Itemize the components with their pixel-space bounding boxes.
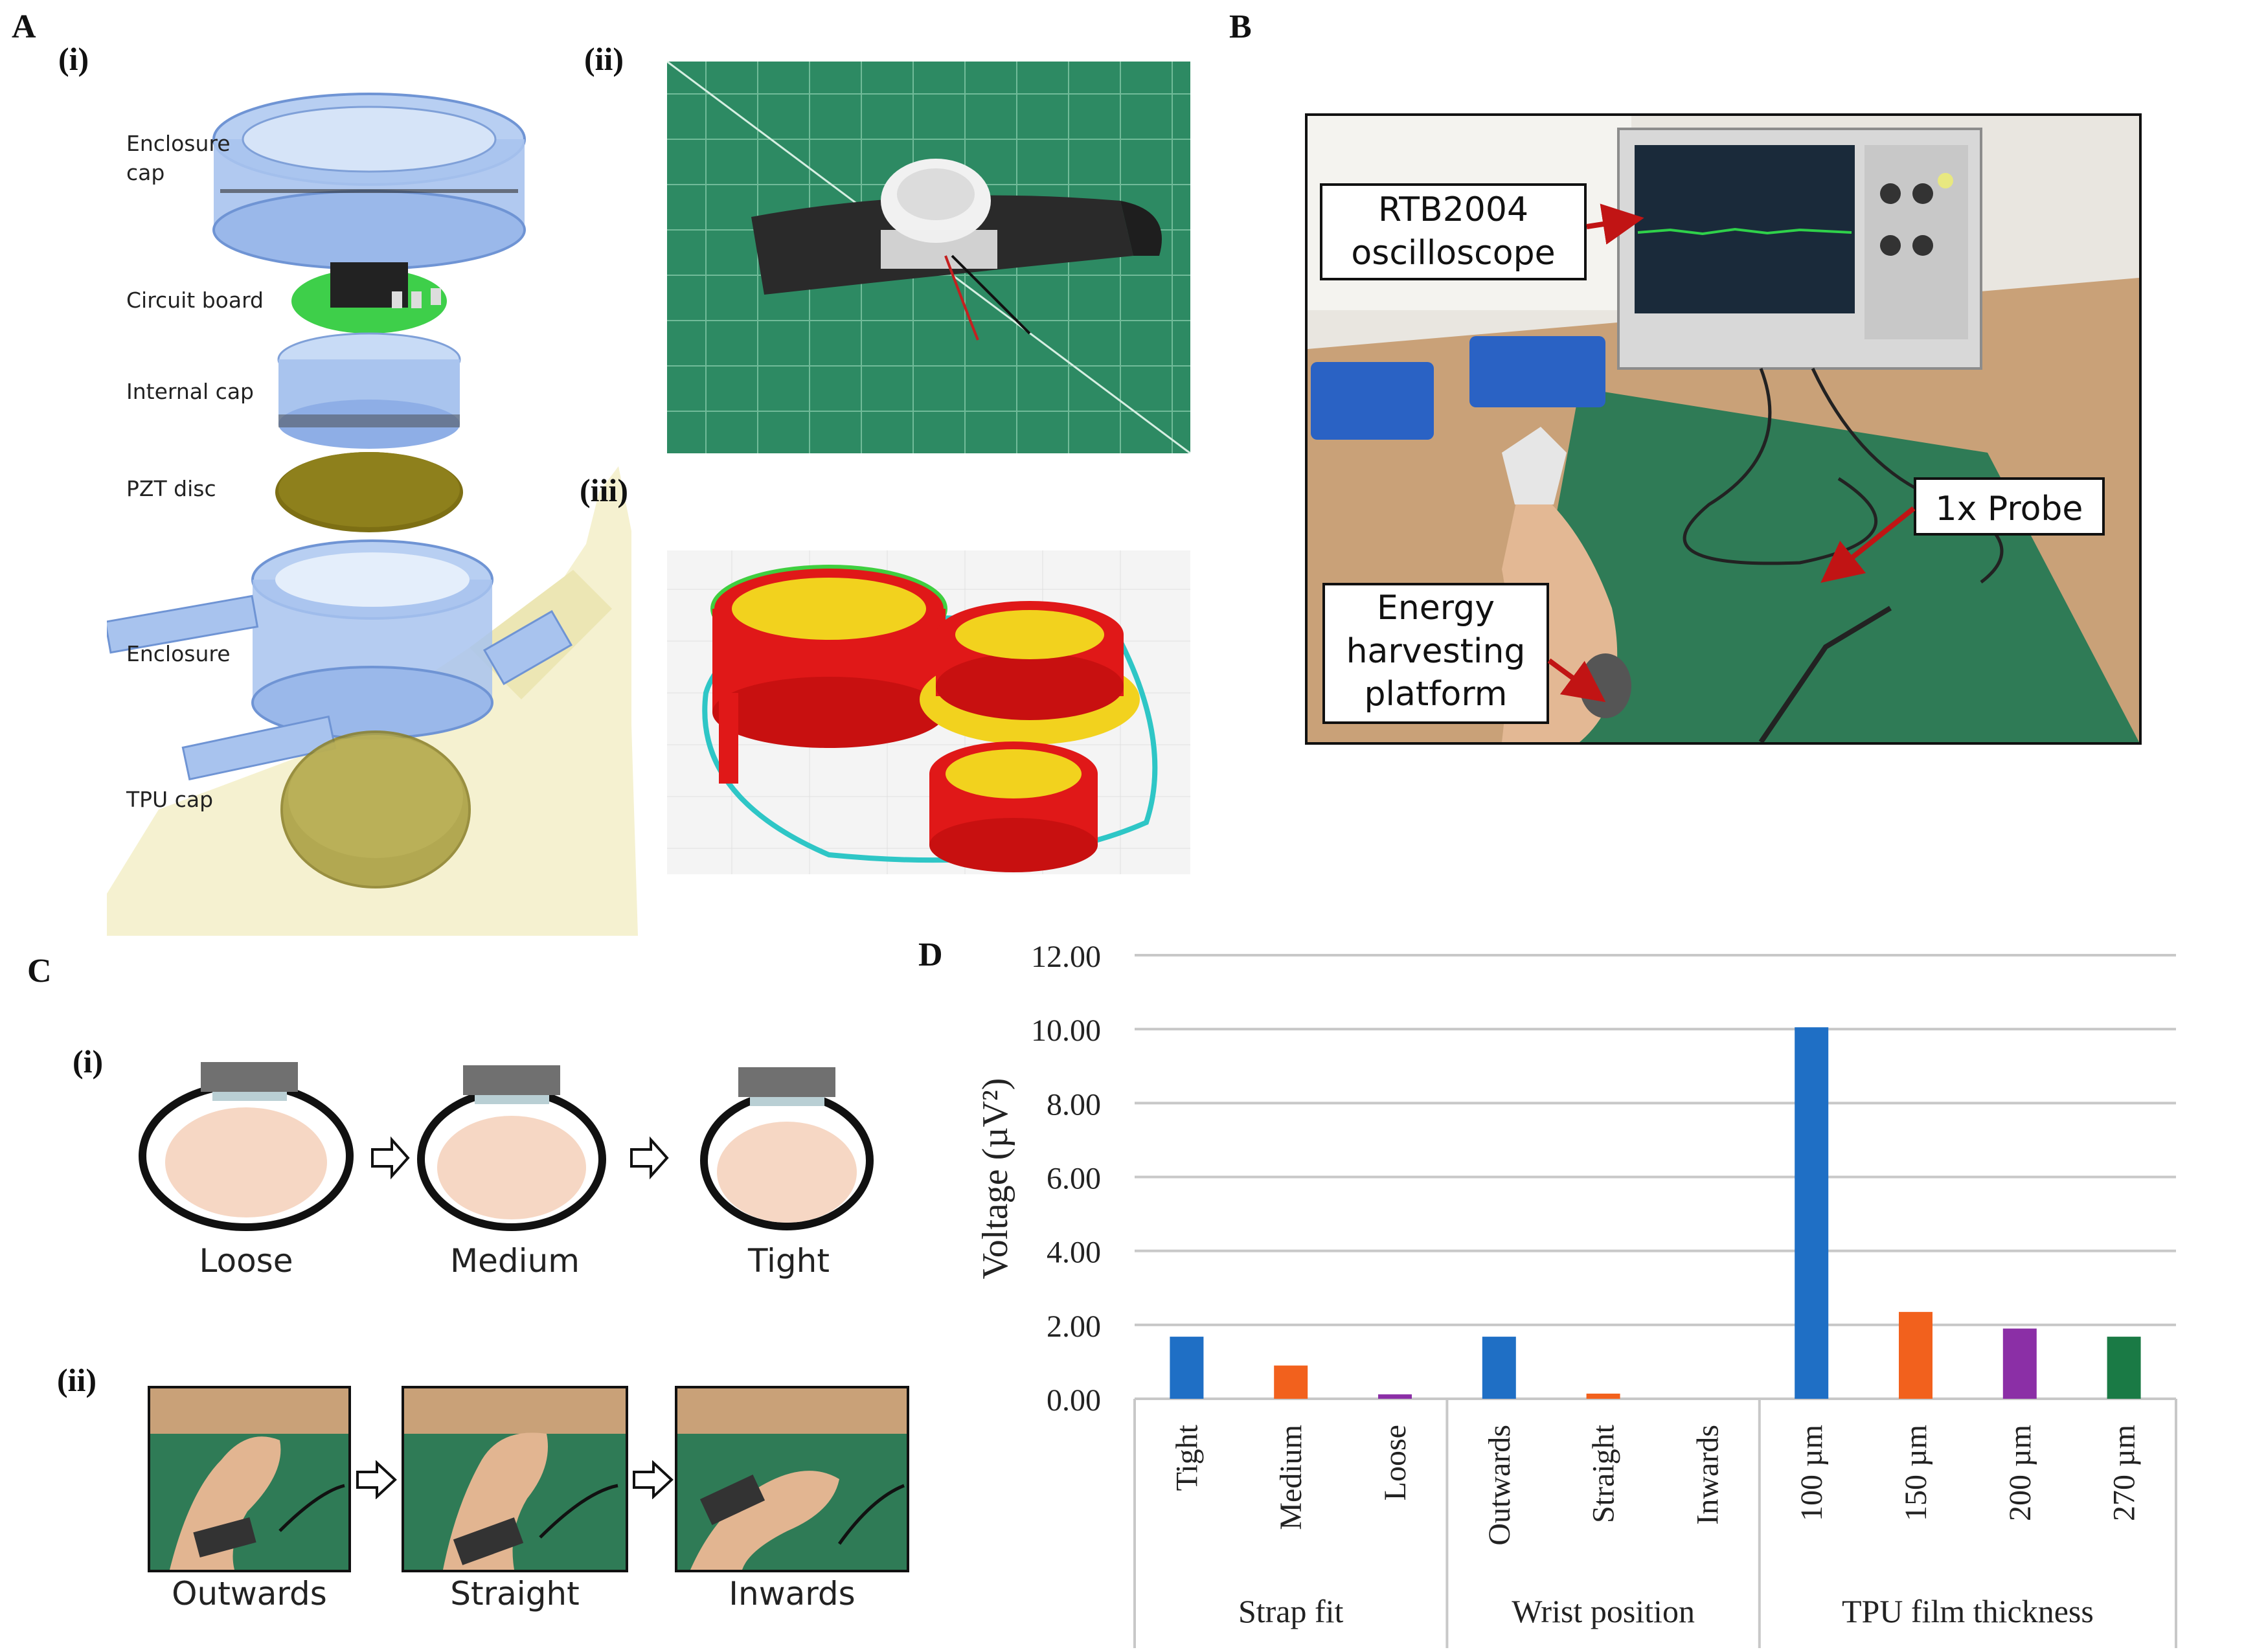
part-label-tpu-cap: TPU cap: [126, 787, 214, 812]
y-tick-label: 6.00: [1047, 1162, 1101, 1196]
y-tick-label: 2.00: [1047, 1309, 1101, 1344]
panel-b-label: B: [1229, 8, 1252, 45]
part-label-circuit-board: Circuit board: [126, 288, 264, 313]
position-arrow-2: [633, 1460, 674, 1499]
y-tick-label: 10.00: [1031, 1013, 1101, 1048]
panel-a-iii-label: (iii): [580, 472, 628, 508]
group-label: TPU film thickness: [1842, 1593, 2094, 1629]
slicer-render: [667, 550, 1190, 874]
bar: [1170, 1337, 1204, 1399]
panel-d-label: D: [918, 936, 943, 973]
wrist-outwards-photo: [148, 1386, 351, 1572]
bar: [1482, 1337, 1516, 1399]
wristband-photo: [667, 62, 1190, 453]
category-label: Straight: [1587, 1424, 1621, 1523]
bar: [1795, 1027, 1829, 1399]
category-label: Medium: [1274, 1425, 1308, 1530]
part-label-enclosure: Enclosure: [126, 641, 231, 666]
callout-probe: 1x Probe: [1914, 477, 2105, 536]
bar: [1586, 1394, 1620, 1399]
part-label-enclosure-cap: Enclosure cap: [126, 131, 231, 185]
bar: [2002, 1328, 2037, 1399]
position-label-straight: Straight: [450, 1575, 580, 1612]
panel-c-label: C: [27, 953, 52, 990]
category-label: 100 µm: [1795, 1425, 1829, 1521]
category-label: Loose: [1378, 1425, 1412, 1500]
panel-a-i-label: (i): [58, 41, 89, 77]
part-label-pzt-disc: PZT disc: [126, 476, 216, 501]
bar: [1274, 1365, 1308, 1399]
category-label: 200 µm: [2003, 1425, 2037, 1521]
panel-a-ii-label: (ii): [584, 41, 624, 77]
category-label: Inwards: [1690, 1425, 1725, 1525]
wrist-straight-photo: [402, 1386, 628, 1572]
category-label: Outwards: [1482, 1425, 1517, 1546]
y-tick-label: 4.00: [1047, 1236, 1101, 1270]
callout-oscilloscope: RTB2004 oscilloscope: [1320, 183, 1587, 280]
position-label-inwards: Inwards: [729, 1575, 856, 1612]
fit-label-tight: Tight: [748, 1242, 830, 1280]
bar: [1899, 1311, 1932, 1399]
y-tick-label: 12.00: [1031, 940, 1101, 974]
y-tick-label: 0.00: [1047, 1383, 1101, 1418]
strap-fit-diagram: [139, 1062, 874, 1231]
category-label: 150 µm: [1899, 1425, 1933, 1521]
bar: [2107, 1337, 2141, 1399]
y-axis-label: Voltage (µV²): [975, 1078, 1015, 1280]
y-tick-label: 8.00: [1047, 1087, 1101, 1122]
wrist-inwards-photo: [675, 1386, 909, 1572]
panel-a-label: A: [12, 8, 36, 45]
position-arrow-1: [356, 1460, 397, 1499]
group-label: Wrist position: [1512, 1593, 1695, 1629]
category-label: Tight: [1170, 1424, 1204, 1491]
position-label-outwards: Outwards: [172, 1575, 327, 1612]
bar: [1378, 1394, 1412, 1399]
exploded-view-illustration: [107, 93, 638, 936]
panel-c-ii-label: (ii): [57, 1362, 97, 1398]
part-label-internal-cap: Internal cap: [126, 379, 254, 404]
fit-label-loose: Loose: [199, 1242, 293, 1280]
fit-label-medium: Medium: [450, 1242, 580, 1280]
callout-energy-harvesting-platform: Energy harvesting platform: [1322, 583, 1549, 724]
group-label: Strap fit: [1238, 1593, 1344, 1629]
panel-c-i-label: (i): [73, 1043, 104, 1080]
category-label: 270 µm: [2107, 1425, 2142, 1521]
